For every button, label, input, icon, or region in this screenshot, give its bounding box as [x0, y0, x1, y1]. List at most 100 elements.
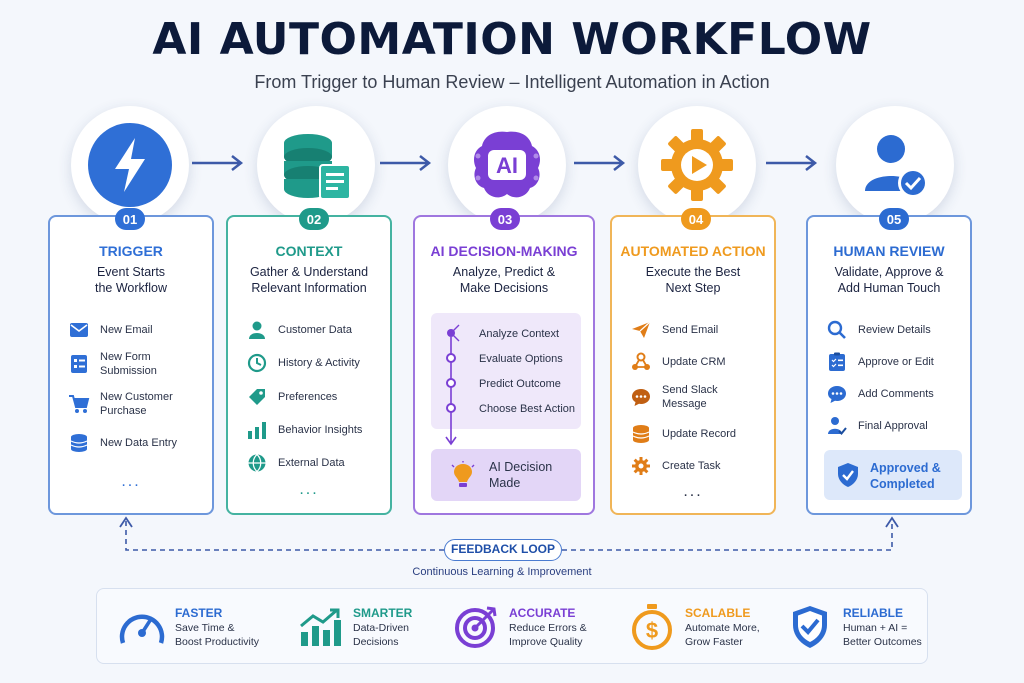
ai-brain-icon: AI — [474, 131, 540, 198]
user-approve-icon — [828, 417, 847, 435]
benefit-faster: FASTER Save Time & Boost Productivity — [115, 589, 259, 665]
list-item: Review Details — [826, 319, 931, 341]
mail-icon — [70, 323, 88, 337]
webhook-icon — [632, 352, 650, 370]
list-item: Approve or Edit — [826, 351, 934, 373]
search-icon — [827, 320, 846, 339]
feedback-loop-label: FEEDBACK LOOP — [444, 539, 562, 561]
step-card-human-review: HUMAN REVIEW Validate, Approve & Add Hum… — [806, 215, 972, 515]
list-item: Send Slack Message — [630, 383, 718, 411]
list-item: Create Task — [630, 455, 721, 477]
list-item: Update CRM — [630, 351, 726, 373]
step-subtitle: Execute the Best Next Step — [645, 265, 741, 295]
benefits-bar: FASTER Save Time & Boost Productivity SM… — [96, 588, 928, 664]
page-title: AI AUTOMATION WORKFLOW — [152, 14, 872, 65]
speedometer-icon — [119, 614, 165, 644]
more-indicator: ... — [299, 481, 319, 498]
gear-icon — [632, 457, 650, 475]
decision-flow-line — [445, 324, 460, 446]
user-icon — [249, 321, 265, 339]
flow-arrow-2 — [380, 155, 432, 171]
decision-steps-panel — [431, 313, 581, 429]
benefit-reliable: RELIABLE Human + AI = Better Outcomes — [783, 589, 922, 665]
step-card-trigger: TRIGGER Event Starts the Workflow New Em… — [48, 215, 214, 515]
step-5-badge: 05 — [879, 208, 909, 230]
step-1-icon-circle — [71, 106, 189, 224]
step-title: AI DECISION-MAKING — [430, 243, 578, 259]
list-item: Update Record — [630, 423, 736, 445]
growth-chart-icon — [300, 608, 341, 646]
flow-arrow-3 — [574, 155, 626, 171]
database-icon — [632, 425, 650, 443]
svg-text:$: $ — [646, 618, 658, 643]
user-check-icon — [865, 135, 928, 198]
clock-icon — [247, 353, 267, 373]
list-item: Final Approval — [826, 415, 928, 437]
lightbulb-icon — [451, 461, 475, 487]
cart-icon — [69, 395, 90, 413]
list-item: New Customer Purchase — [68, 390, 173, 418]
target-icon — [455, 606, 497, 648]
decision-result-box: AI Decision Made — [431, 449, 581, 501]
list-item: Preferences — [246, 386, 337, 408]
more-indicator: ... — [121, 473, 141, 490]
comment-icon — [828, 386, 846, 403]
list-item: Behavior Insights — [246, 419, 362, 441]
benefit-smarter: SMARTER Data-Driven Decisions — [293, 589, 412, 665]
flow-arrow-4 — [766, 155, 818, 171]
list-item: Customer Data — [246, 319, 352, 341]
decision-step: Choose Best Action — [479, 403, 576, 415]
form-icon — [71, 355, 87, 373]
list-item: External Data — [246, 452, 345, 474]
step-5-icon-circle — [836, 106, 954, 224]
decision-step: Analyze Context — [479, 328, 560, 340]
send-icon — [632, 321, 651, 338]
page-subtitle: From Trigger to Human Review – Intellige… — [254, 72, 770, 92]
step-subtitle: Gather & Understand Relevant Information — [249, 265, 369, 295]
step-card-ai-decision: AI DECISION-MAKING Analyze, Predict & Ma… — [413, 215, 595, 515]
step-title: TRIGGER — [99, 243, 163, 259]
more-indicator: ... — [683, 483, 703, 500]
step-subtitle: Event Starts the Workflow — [94, 265, 167, 295]
list-item: New Form Submission — [68, 350, 157, 378]
database-icon — [70, 434, 88, 452]
step-title: AUTOMATED ACTION — [620, 243, 766, 259]
step-1-badge: 01 — [115, 208, 145, 230]
tag-icon — [249, 389, 265, 405]
list-item: History & Activity — [246, 352, 360, 374]
bar-chart-icon — [248, 422, 266, 439]
step-subtitle: Validate, Approve & Add Human Touch — [834, 265, 944, 295]
lightning-icon — [88, 123, 172, 207]
feedback-loop-subtitle: Continuous Learning & Improvement — [412, 566, 592, 578]
chat-icon — [632, 389, 650, 406]
dollar-clock-icon: $ — [632, 604, 672, 650]
benefit-accurate: ACCURATE Reduce Errors & Improve Quality — [449, 589, 587, 665]
benefit-scalable: $ SCALABLE Automate More, Grow Faster — [625, 589, 760, 665]
step-subtitle: Analyze, Predict & Make Decisions — [452, 265, 556, 295]
shield-check-icon — [838, 463, 858, 487]
step-2-icon-circle — [257, 106, 375, 224]
shield-check-icon — [793, 606, 827, 648]
flow-arrow-1 — [192, 155, 244, 171]
globe-icon — [248, 454, 266, 472]
list-item: Add Comments — [826, 383, 934, 405]
step-3-icon-circle: AI — [448, 106, 566, 224]
checklist-icon — [829, 352, 845, 371]
step-3-badge: 03 — [490, 208, 520, 230]
decision-step: Predict Outcome — [479, 378, 561, 390]
svg-text:AI: AI — [496, 153, 518, 178]
list-item: Send Email — [630, 319, 718, 341]
gear-play-icon — [661, 129, 733, 201]
step-title: HUMAN REVIEW — [833, 243, 945, 259]
step-title: CONTEXT — [275, 243, 343, 259]
database-doc-icon — [284, 134, 351, 200]
approved-result-box: Approved & Completed — [824, 450, 962, 500]
step-4-icon-circle — [638, 106, 756, 224]
decision-step: Evaluate Options — [479, 353, 563, 365]
list-item: New Data Entry — [68, 432, 177, 454]
step-card-automated-action: AUTOMATED ACTION Execute the Best Next S… — [610, 215, 776, 515]
step-2-badge: 02 — [299, 208, 329, 230]
step-card-context: CONTEXT Gather & Understand Relevant Inf… — [226, 215, 392, 515]
list-item: New Email — [68, 319, 153, 341]
